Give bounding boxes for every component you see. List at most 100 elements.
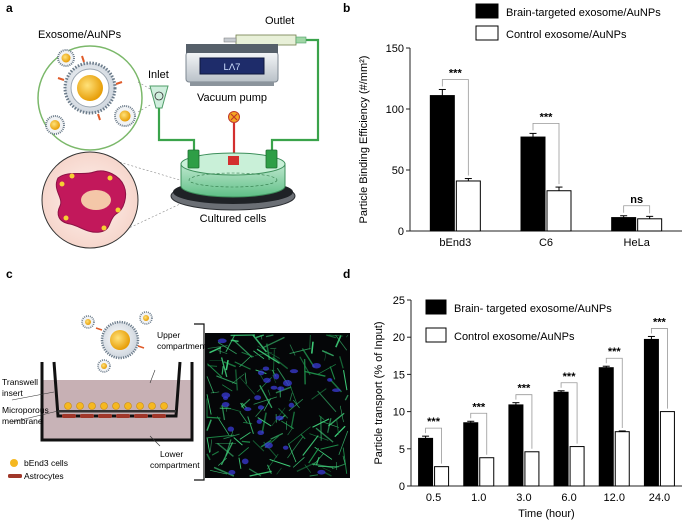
astrocyte-process <box>209 439 212 453</box>
legend-astro-label: Astrocytes <box>24 471 64 481</box>
astrocyte-process <box>267 389 271 396</box>
astrocyte-process <box>320 444 339 450</box>
astrocyte-process <box>206 437 211 453</box>
astrocyte-process <box>336 418 340 435</box>
astrocyte-process <box>290 411 295 429</box>
astrocyte-process <box>300 433 306 440</box>
legend-label-control: Control exosome/AuNPs <box>454 331 575 343</box>
x-tick-label: 0.5 <box>426 492 441 504</box>
astrocyte-process <box>339 405 344 423</box>
y-tick-label: 25 <box>393 295 405 307</box>
legend-swatch-brain <box>425 299 447 315</box>
astrocyte-process <box>272 356 289 370</box>
large-exosome <box>95 320 145 360</box>
bar-control <box>455 180 481 232</box>
nucleus-dot <box>262 366 270 371</box>
significance-label: *** <box>540 111 554 123</box>
astrocyte-process <box>253 396 278 405</box>
bar-brain <box>598 367 614 487</box>
astrocyte-process <box>301 348 315 368</box>
nucleus-dot <box>275 415 284 421</box>
astrocyte-process <box>339 356 344 369</box>
astrocyte-process <box>252 334 268 353</box>
significance-label: ns <box>630 194 643 206</box>
bar-control <box>479 457 495 487</box>
x-tick-label: 1.0 <box>471 492 486 504</box>
x-tick-label: bEnd3 <box>439 237 471 249</box>
culture-chamber <box>170 149 296 211</box>
astrocyte-process <box>342 447 348 474</box>
astrocyte-process <box>335 334 342 348</box>
small-exosome <box>57 49 75 67</box>
astrocyte-process <box>326 334 336 339</box>
outlet-label: Outlet <box>265 15 294 27</box>
small-exosome <box>81 315 95 329</box>
astrocyte-process <box>318 415 325 421</box>
astrocyte-process <box>310 341 314 354</box>
astrocyte-process <box>272 375 277 384</box>
x-tick-label: HeLa <box>624 237 651 249</box>
astrocyte-process <box>270 432 284 440</box>
significance-label: *** <box>472 401 486 413</box>
astrocyte-process <box>321 421 339 428</box>
astrocyte-process <box>321 349 334 357</box>
astrocyte-process <box>241 440 251 443</box>
nucleus-dot <box>217 338 227 344</box>
astrocyte-process <box>221 365 224 375</box>
cells-label: Cultured cells <box>200 213 267 225</box>
astrocyte-process <box>315 427 334 443</box>
y-tick-label: 0 <box>398 226 404 238</box>
y-tick-label: 50 <box>392 165 404 177</box>
astrocyte-process <box>288 426 311 444</box>
transwell-label: Transwell <box>2 377 38 387</box>
pump-display-text: LΛ7 <box>224 62 241 73</box>
astrocyte-process <box>304 464 312 473</box>
panel-c: c <box>2 267 350 481</box>
astrocyte-process <box>276 467 282 475</box>
astrocyte-process <box>303 358 306 385</box>
astrocyte-process <box>210 391 220 394</box>
astrocyte-process <box>317 390 337 413</box>
astrocyte-process <box>261 412 267 434</box>
legend-swatch-brain <box>475 3 499 19</box>
astrocyte-process <box>221 404 226 421</box>
astrocyte-process <box>278 407 289 419</box>
panel-label-b: b <box>343 1 350 15</box>
astrocyte-process <box>207 416 221 419</box>
significance-label: *** <box>563 371 577 383</box>
bar-brain <box>611 217 637 232</box>
transwell-label-2: insert <box>2 388 23 398</box>
astrocyte-process <box>312 463 334 469</box>
x-axis-label: Time (hour) <box>518 508 574 520</box>
astrocyte-process <box>241 351 255 358</box>
small-exosome <box>114 105 136 127</box>
astrocyte-process <box>342 455 346 465</box>
nucleus-dot <box>257 370 265 376</box>
nucleus-dot <box>244 407 252 412</box>
astrocyte-process <box>322 467 332 472</box>
nucleus-dot <box>241 458 249 465</box>
panel-label-d: d <box>343 267 350 281</box>
astrocyte-process <box>309 334 311 350</box>
y-tick-label: 0 <box>399 481 405 493</box>
astrocyte-process <box>302 435 319 456</box>
astrocyte-process <box>209 469 228 475</box>
astrocyte-process <box>238 447 249 457</box>
x-tick-label: C6 <box>539 237 553 249</box>
astrocyte-process <box>343 370 348 391</box>
astrocyte-process <box>252 440 265 452</box>
nucleus-dot <box>264 442 273 449</box>
legend-swatch-control <box>425 327 447 343</box>
cell-nucleus <box>81 190 111 210</box>
astrocyte-process <box>289 344 296 356</box>
small-exosome <box>97 359 111 373</box>
large-exosome <box>57 55 123 121</box>
panel-label-c: c <box>6 267 13 281</box>
astrocyte-process <box>244 372 247 384</box>
bend3-cell-row <box>64 402 168 410</box>
gold-nanoparticle <box>77 75 103 101</box>
y-tick-label: 150 <box>386 43 404 55</box>
astrocyte-process <box>247 416 254 435</box>
astrocyte-process <box>308 447 320 464</box>
